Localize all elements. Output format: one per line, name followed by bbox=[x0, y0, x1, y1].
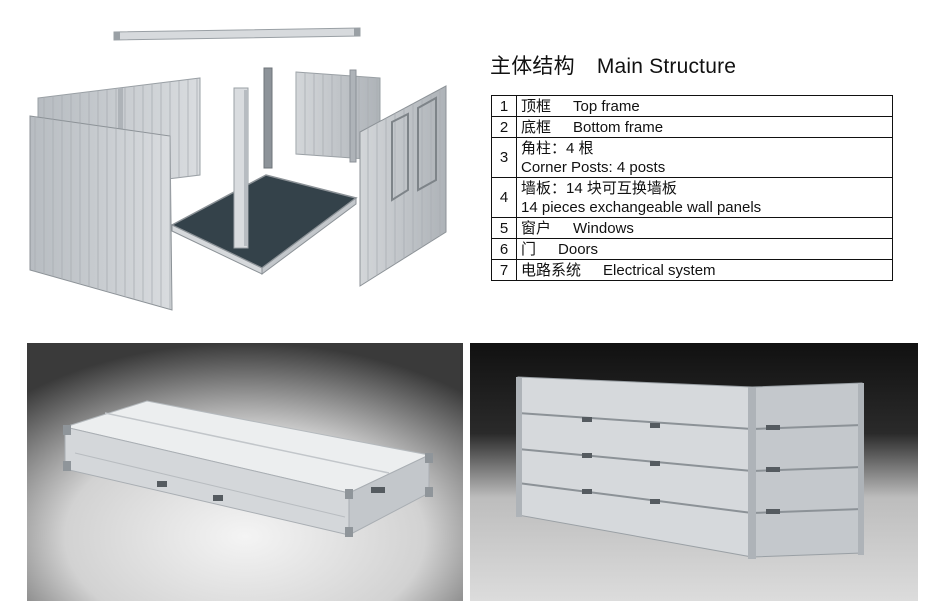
wall-panel-back-right bbox=[295, 69, 381, 163]
row-number: 6 bbox=[491, 238, 517, 260]
row-description: 墙板：14 块可互换墙板 14 pieces exchangeable wall … bbox=[516, 177, 893, 218]
row-description: 顶框 Top frame bbox=[516, 95, 893, 117]
table-row: 3 角柱：4 根 Corner Posts: 4 posts bbox=[491, 137, 893, 178]
component-name-cn: 顶框 bbox=[521, 98, 552, 115]
top-frame bbox=[113, 27, 361, 41]
section-title-cn: 主体结构 bbox=[490, 55, 575, 78]
table-row: 6 门 Doors bbox=[491, 238, 893, 260]
row-description: 窗户 Windows bbox=[516, 217, 893, 239]
wall-panel-front-right bbox=[359, 85, 447, 287]
exploded-container-illustration bbox=[18, 20, 458, 320]
component-name-cn: 门 bbox=[521, 241, 537, 258]
component-line-cn: 墙板：14 块可互换墙板 bbox=[521, 180, 677, 197]
row-description: 角柱：4 根 Corner Posts: 4 posts bbox=[516, 137, 893, 178]
section-title: 主体结构 Main Structure bbox=[490, 50, 736, 80]
components-table: 1 顶框 Top frame 2 底框 Bottom frame 3 角柱：4 根 C… bbox=[491, 95, 893, 281]
component-name-cn: 底框 bbox=[521, 119, 552, 136]
table-row: 4 墙板：14 块可互换墙板 14 pieces exchangeable wal… bbox=[491, 177, 893, 218]
row-description: 电路系统 Electrical system bbox=[516, 259, 893, 281]
component-name-en: Top frame bbox=[573, 98, 640, 115]
component-name-cn: 窗户 bbox=[521, 220, 552, 237]
corner-posts bbox=[118, 67, 273, 249]
component-name-en: Windows bbox=[573, 220, 634, 237]
stacked-containers-photo bbox=[470, 343, 918, 601]
table-row: 2 底框 Bottom frame bbox=[491, 116, 893, 138]
component-name-en: Doors bbox=[558, 241, 599, 258]
component-line-cn: 角柱：4 根 bbox=[521, 140, 594, 157]
row-number: 5 bbox=[491, 217, 517, 239]
table-row: 1 顶框 Top frame bbox=[491, 95, 893, 117]
wall-panel-front-left bbox=[29, 115, 173, 311]
bottom-frame bbox=[170, 174, 358, 275]
row-number: 2 bbox=[491, 116, 517, 138]
row-description: 门 Doors bbox=[516, 238, 893, 260]
folded-container-photo bbox=[27, 343, 463, 601]
row-number: 7 bbox=[491, 259, 517, 281]
row-description: 底框 Bottom frame bbox=[516, 116, 893, 138]
component-line-en: Corner Posts: 4 posts bbox=[521, 159, 666, 176]
row-number: 1 bbox=[491, 95, 517, 117]
component-name-en: Bottom frame bbox=[573, 119, 664, 136]
door-outline bbox=[417, 96, 437, 192]
component-name-en: Electrical system bbox=[603, 262, 716, 279]
window-outline bbox=[391, 112, 409, 202]
table-row: 7 电路系统 Electrical system bbox=[491, 259, 893, 281]
table-row: 5 窗户 Windows bbox=[491, 217, 893, 239]
component-line-en: 14 pieces exchangeable wall panels bbox=[521, 199, 762, 216]
section-title-en: Main Structure bbox=[596, 55, 737, 78]
row-number: 3 bbox=[491, 137, 517, 178]
component-name-cn: 电路系统 bbox=[521, 262, 582, 279]
row-number: 4 bbox=[491, 177, 517, 218]
